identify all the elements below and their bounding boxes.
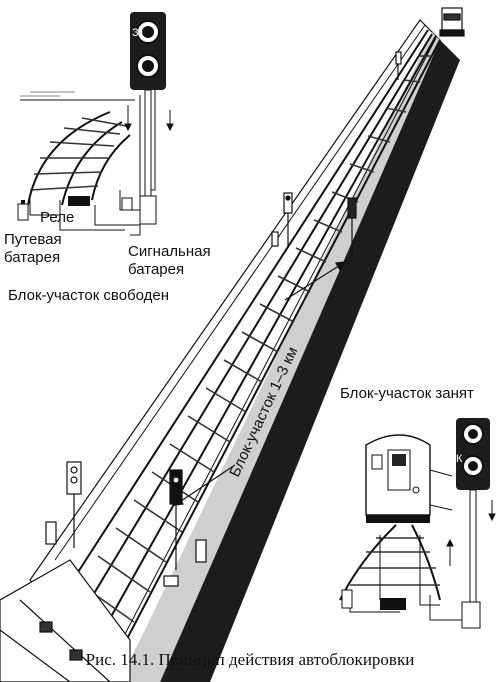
trackside-signals xyxy=(45,51,402,587)
signal-battery-label-line2: батарея xyxy=(128,261,184,278)
track-battery-label-line2: батарея xyxy=(4,249,60,266)
inset-block-free xyxy=(17,12,174,236)
signal-battery-label-line1: Сигнальная xyxy=(128,243,211,260)
signal-letter-top: З xyxy=(132,27,139,39)
relay-label: Реле xyxy=(40,209,74,226)
train-near xyxy=(0,559,131,682)
signal-letter-right: К xyxy=(456,453,463,465)
train-far xyxy=(439,7,465,37)
block-free-label: Блок-участок свободен xyxy=(8,287,169,304)
figure-caption: Рис. 14.1. Принцип действия автоблокиров… xyxy=(85,650,415,669)
track-battery-label-line1: Путевая xyxy=(4,231,62,248)
inset-block-occupied xyxy=(339,418,496,629)
block-occupied-label: Блок-участок занят xyxy=(340,385,474,402)
